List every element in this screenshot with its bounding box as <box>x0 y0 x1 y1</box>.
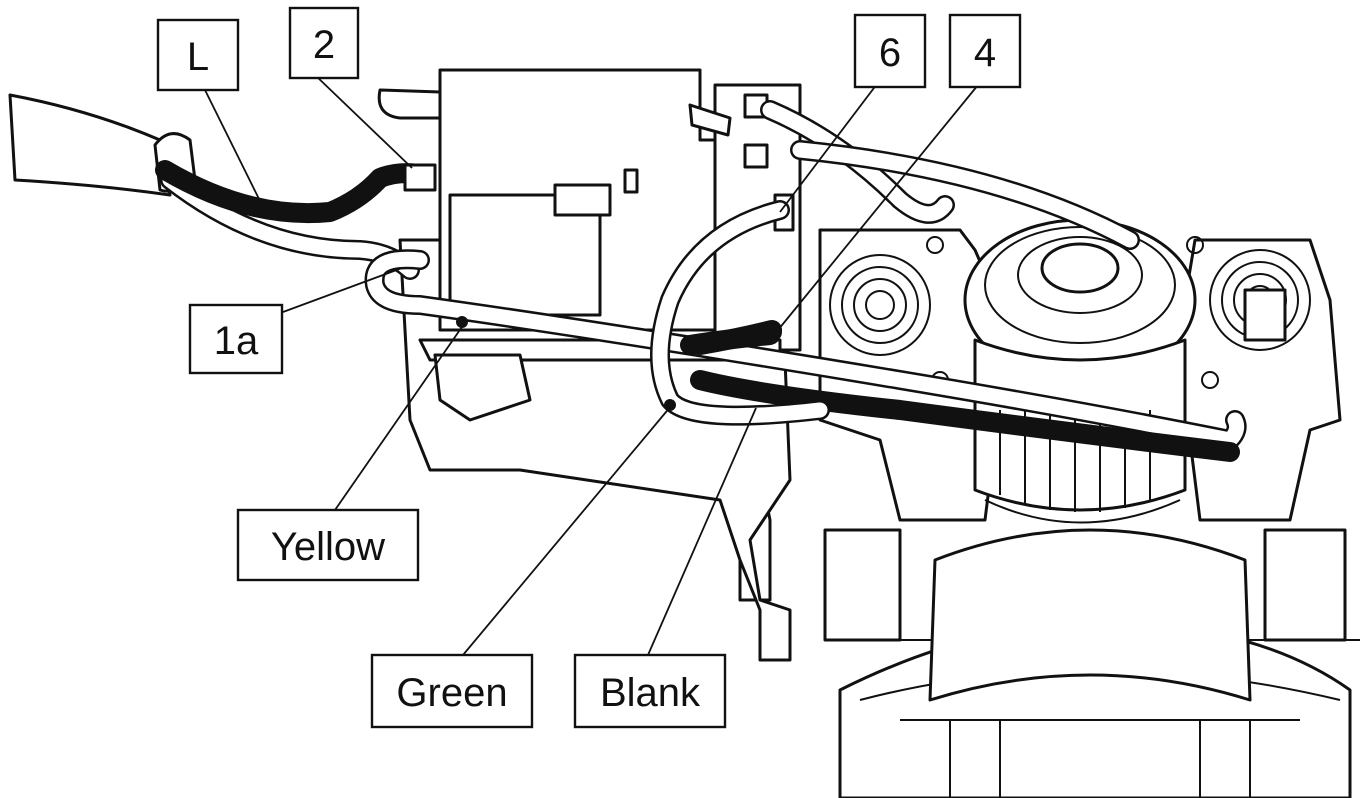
point-green <box>664 399 676 411</box>
callout-6: 6 <box>853 13 927 89</box>
callout-4: 4 <box>948 13 1022 89</box>
callout-green-label: Green <box>396 671 507 715</box>
motor-housing <box>823 528 1360 798</box>
callout-green: Green <box>370 653 534 729</box>
callout-4-label: 4 <box>974 31 996 75</box>
callout-2-label: 2 <box>313 23 335 67</box>
leader-lines <box>204 74 979 656</box>
wire-green <box>652 202 828 424</box>
switch-housing <box>377 68 802 662</box>
callout-yellow: Yellow <box>236 508 420 582</box>
point-yellow <box>456 316 468 328</box>
callout-yellow-label: Yellow <box>271 525 385 569</box>
callout-l-label: L <box>187 35 209 79</box>
terminal-2 <box>403 163 437 192</box>
callout-blank: Blank <box>573 653 727 729</box>
callout-1a-label: 1a <box>214 319 259 363</box>
wire-l <box>155 160 435 224</box>
power-cord <box>8 93 172 197</box>
wire-yellow <box>367 251 1245 448</box>
commutator <box>963 218 1197 524</box>
callout-1a: 1a <box>188 303 284 375</box>
callout-blank-label: Blank <box>600 671 701 715</box>
callout-6-label: 6 <box>879 31 901 75</box>
wiring-harness <box>8 93 1247 462</box>
callout-2: 2 <box>288 6 360 80</box>
callout-l: L <box>156 18 240 92</box>
